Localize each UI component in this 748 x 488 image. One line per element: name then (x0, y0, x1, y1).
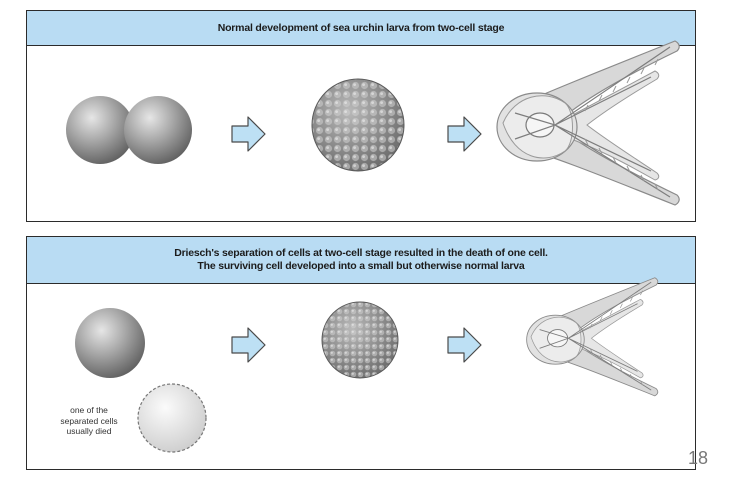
pluteus-larva-icon (526, 277, 659, 397)
blastula-cluster-icon (311, 78, 405, 172)
arrow-right-icon (447, 327, 482, 363)
normal-development-title: Normal development of sea urchin larva f… (217, 21, 505, 34)
separation-experiment-header: Driesch's separation of cells at two-cel… (27, 237, 695, 284)
two-cell-embryo-icon (66, 96, 192, 164)
arrow-right-icon (231, 116, 266, 152)
arrow-right-icon (231, 327, 266, 363)
arrow-right-icon (447, 116, 482, 152)
page-number: 18 (688, 448, 709, 468)
single-cell-icon (75, 308, 145, 378)
pluteus-larva-icon (496, 40, 680, 206)
note-line-1: one of the (70, 405, 108, 415)
separation-title-line-2: The surviving cell developed into a smal… (197, 260, 525, 272)
dead-cell-note: one of the separated cells usually died (50, 405, 128, 437)
separation-title-line-1: Driesch's separation of cells at two-cel… (174, 247, 548, 259)
note-line-2: separated cells (60, 415, 118, 426)
normal-development-header: Normal development of sea urchin larva f… (27, 11, 695, 46)
blastula-cluster-icon (321, 301, 399, 379)
dead-cell-icon (137, 383, 207, 453)
note-line-3: usually died (66, 426, 112, 436)
